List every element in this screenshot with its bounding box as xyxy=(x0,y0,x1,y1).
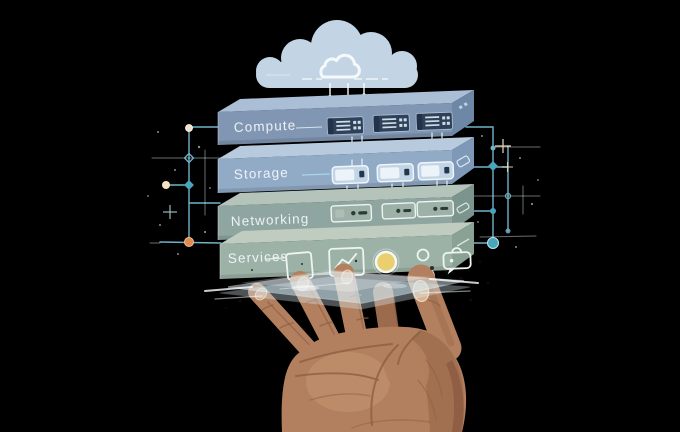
networking-side-mark xyxy=(456,202,470,214)
secure-chat-icon xyxy=(442,247,472,275)
cloud-data-dashes xyxy=(266,74,388,80)
circuit-traces-right xyxy=(465,126,541,249)
layer-label-networking: Networking xyxy=(231,211,310,229)
node-small-bottom xyxy=(505,228,511,234)
glass-sheet-highlight xyxy=(240,270,430,292)
node-diamond-outline xyxy=(183,152,195,164)
server-module-1 xyxy=(326,116,364,136)
router-module-1 xyxy=(330,203,373,223)
glass-platform xyxy=(204,270,479,310)
life-line xyxy=(370,344,399,426)
server-module-2 xyxy=(372,113,410,133)
node-cream-left xyxy=(162,181,170,189)
node-orange xyxy=(184,237,194,247)
services-top-face xyxy=(220,222,474,244)
compute-side-face xyxy=(452,90,474,136)
storage-side-face xyxy=(452,137,474,184)
sparkle-plus xyxy=(163,205,177,219)
node-teal-diamond-right xyxy=(488,161,498,171)
sparkle-cream-1 xyxy=(495,139,511,153)
layer-label-storage: Storage xyxy=(234,165,290,182)
storage-top-face xyxy=(218,137,474,159)
node-teal-mid xyxy=(490,208,496,214)
services-side-face xyxy=(452,222,474,270)
node-outline-right xyxy=(504,192,512,200)
status-light-icon xyxy=(372,248,400,276)
node-small-top xyxy=(490,145,496,151)
node-teal-large xyxy=(487,237,499,249)
node-teal-diamond xyxy=(184,180,194,190)
layer-label-compute: Compute xyxy=(234,118,297,135)
server-module-3 xyxy=(415,111,453,131)
services-side-mark xyxy=(456,238,470,247)
layer-label-services: Services xyxy=(228,249,289,266)
node-cream-top xyxy=(185,124,193,132)
router-module-2 xyxy=(381,202,417,220)
storage-side-mark xyxy=(456,155,471,168)
networking-side-face xyxy=(452,184,474,231)
compute-top-face xyxy=(218,90,474,112)
compute-side-marks xyxy=(458,102,468,110)
cloud-icon xyxy=(256,20,418,106)
finger-pinky xyxy=(248,283,321,362)
heart-line xyxy=(299,343,393,363)
router-module-3 xyxy=(416,200,455,218)
cloud-inner-outline-icon xyxy=(319,53,361,79)
circuit-traces-left xyxy=(147,124,227,255)
networking-top-face xyxy=(218,184,474,206)
speckles-left xyxy=(147,131,211,255)
storage-drive-3 xyxy=(417,161,455,181)
layer-storage: Storage xyxy=(217,137,474,193)
head-line xyxy=(295,372,379,381)
layer-compute: Compute xyxy=(217,90,474,145)
sparkle-cream-2 xyxy=(502,162,513,172)
storage-drive-2 xyxy=(376,163,415,183)
glass-streaks xyxy=(204,278,479,300)
storage-drive-1 xyxy=(331,165,370,185)
speckles-right xyxy=(477,135,539,248)
